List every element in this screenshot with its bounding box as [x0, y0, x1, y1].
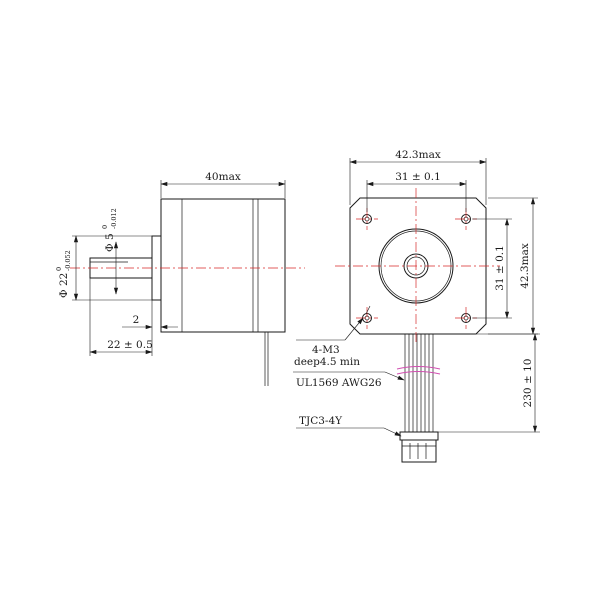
screw-callout: 4-M3 deep4.5 min	[294, 305, 371, 368]
shaft-tol-lower: -0.012	[110, 208, 118, 229]
hole-spacing-h-label: 31 ± 0.1	[395, 171, 441, 183]
connector-leader	[383, 427, 402, 437]
screw-label: 4-M3	[312, 344, 340, 356]
pilot-height-label: 2	[133, 314, 140, 326]
shaft-tol-upper: 0	[101, 225, 109, 229]
hole-spacing-v-label: 31 ± 0.1	[494, 245, 506, 291]
wire-label: UL1569 AWG26	[296, 377, 382, 389]
connector-label: TJC3-4Y	[299, 415, 343, 427]
width-label: 42.3max	[395, 149, 441, 161]
wire-break-marks	[396, 366, 441, 375]
shaft-length-label: 22 ± 0.5	[107, 339, 153, 351]
side-lead-wire	[264, 332, 269, 386]
side-view: 40max Φ 5 0 -0.012 Φ 22 0 -0.052 2 22 ± …	[55, 171, 305, 386]
pilot-tol-lower: -0.052	[64, 250, 72, 271]
pilot-dia-label: Φ 22	[58, 273, 70, 298]
motor-body-outline	[160, 198, 286, 333]
shaft-dia-label: Φ 5	[104, 233, 116, 252]
front-view: 42.3max 31 ± 0.1 31 ± 0.1 42.3max	[293, 149, 540, 463]
depth-label: deep4.5 min	[294, 356, 360, 368]
height-label: 42.3max	[519, 243, 531, 289]
connector	[399, 431, 439, 463]
length-label: 40max	[205, 171, 241, 183]
screw-leader	[344, 317, 364, 341]
pilot-tol-upper: 0	[55, 267, 63, 271]
lead-length-label: 230 ± 10	[522, 359, 534, 408]
connector-callout: TJC3-4Y	[296, 415, 402, 437]
lead-wires	[404, 334, 434, 432]
wire-callout: UL1569 AWG26	[293, 371, 405, 389]
wire-leader	[384, 371, 405, 381]
